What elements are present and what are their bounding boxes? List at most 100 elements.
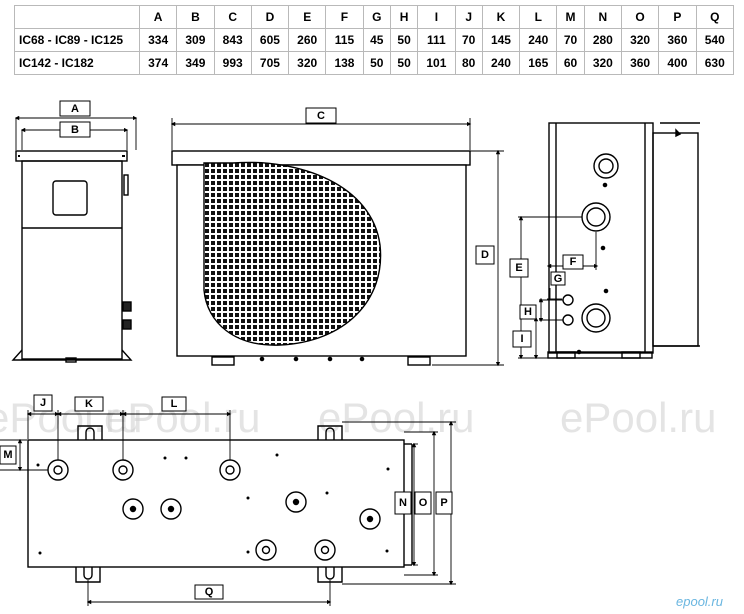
- table-header-cell: D: [250, 5, 290, 29]
- table-header-cell: H: [389, 5, 419, 29]
- table-cell: 240: [481, 51, 521, 75]
- dim-label-c: C: [317, 110, 325, 122]
- side-view-body: [548, 122, 654, 354]
- table-cell: 360: [658, 28, 697, 52]
- dimension-labels: A B C D E F G H I J K L M N O P Q: [0, 100, 584, 600]
- table-header-cell: P: [658, 5, 697, 29]
- table-cell: 145: [481, 28, 521, 52]
- side-view-water-outlet: [581, 303, 611, 333]
- plan-view-hole: [255, 539, 277, 561]
- dim-label-d: D: [481, 249, 489, 261]
- dim-label-l: L: [171, 398, 178, 410]
- plan-view-tab: [317, 567, 343, 583]
- table-header-cell: N: [583, 5, 622, 29]
- plan-view-mounting-hole: [112, 459, 134, 481]
- front-view-connector: [122, 301, 132, 312]
- table-cell: 50: [389, 51, 419, 75]
- table-cell: 374: [138, 51, 178, 75]
- front-view-base: [11, 349, 133, 361]
- fan-grille: [203, 161, 382, 346]
- side-view: [547, 122, 700, 359]
- table-header-cell: F: [325, 5, 364, 29]
- table-cell: 101: [417, 51, 456, 75]
- table-cell: 280: [583, 28, 622, 52]
- table-cell: 320: [288, 51, 327, 75]
- table-cell: 115: [325, 28, 364, 52]
- plan-view-hole: [314, 539, 336, 561]
- front-view-display-window: [52, 180, 88, 216]
- corner-watermark: epool.ru: [676, 594, 723, 609]
- dim-label-h: H: [524, 306, 532, 318]
- side-view-fitting: [562, 314, 574, 326]
- long-view-foot-right: [407, 356, 431, 366]
- table-header-cell: G: [362, 5, 391, 29]
- dim-label-e: E: [515, 262, 522, 274]
- long-view-foot-left: [211, 356, 235, 366]
- model-name-cell: IC142 - IC182: [14, 51, 140, 75]
- plan-view-hole: [160, 498, 182, 520]
- model-name-cell: IC68 - IC89 - IC125: [14, 28, 140, 52]
- plan-view-hole: [285, 491, 307, 513]
- table-cell: 360: [620, 51, 660, 75]
- table-cell: 320: [583, 51, 622, 75]
- table-header-cell: I: [417, 5, 456, 29]
- table-cell: 400: [658, 51, 697, 75]
- dim-label-k: K: [85, 398, 93, 410]
- dim-label-j: J: [40, 397, 46, 409]
- watermark-text: ePool.ru: [0, 394, 142, 441]
- plan-view-mounting-hole: [47, 459, 69, 481]
- front-view-foot: [65, 357, 77, 363]
- side-view-coil: [652, 132, 699, 347]
- front-view-body: [21, 160, 123, 360]
- watermark-text: ePool.ru: [318, 394, 474, 441]
- table-header-cell: C: [213, 5, 252, 29]
- front-view-connector: [122, 319, 132, 330]
- table-cell: 630: [695, 51, 734, 75]
- table-header-cell: E: [288, 5, 327, 29]
- plan-view-tab: [75, 567, 101, 583]
- table-header-cell: J: [454, 5, 483, 29]
- plan-view-hole: [122, 498, 144, 520]
- dim-label-q: Q: [205, 586, 214, 598]
- dim-label-n: N: [399, 497, 407, 509]
- table-cell: 50: [362, 51, 391, 75]
- table-header-cell: B: [176, 5, 215, 29]
- front-view-side-handle: [123, 174, 129, 196]
- front-view-top-cap: [15, 150, 128, 162]
- plan-view-tab: [77, 425, 103, 440]
- table-cell: 80: [454, 51, 483, 75]
- dim-label-f: F: [570, 256, 577, 268]
- table-cell: 260: [288, 28, 327, 52]
- table-cell: 60: [556, 51, 585, 75]
- dim-label-i: I: [520, 333, 523, 345]
- plan-view: [27, 425, 413, 583]
- plan-view-hole: [359, 508, 381, 530]
- table-header-cell: Q: [695, 5, 734, 29]
- table-header-cell: M: [556, 5, 585, 29]
- long-view: [171, 150, 471, 366]
- dim-label-o: O: [419, 497, 428, 509]
- watermark-text: ePool.ru: [560, 394, 716, 441]
- watermark-group: ePool.ru ePool.ru ePool.ru ePool.ru epoo…: [0, 394, 723, 609]
- side-view-port: [593, 153, 619, 179]
- table-cell: 165: [519, 51, 558, 75]
- table-cell: 334: [138, 28, 178, 52]
- table-cell: 70: [454, 28, 483, 52]
- table-cell: 540: [695, 28, 734, 52]
- table-cell: 993: [213, 51, 252, 75]
- table-header-cell: K: [481, 5, 521, 29]
- table-header-cell: O: [620, 5, 660, 29]
- front-view: [11, 150, 133, 363]
- plan-view-mounting-hole: [219, 459, 241, 481]
- dimension-lines: [0, 115, 599, 606]
- side-view-fitting: [562, 294, 574, 306]
- plan-view-tab: [317, 425, 343, 440]
- dim-label-a: A: [71, 103, 79, 115]
- dim-label-m: M: [3, 449, 12, 461]
